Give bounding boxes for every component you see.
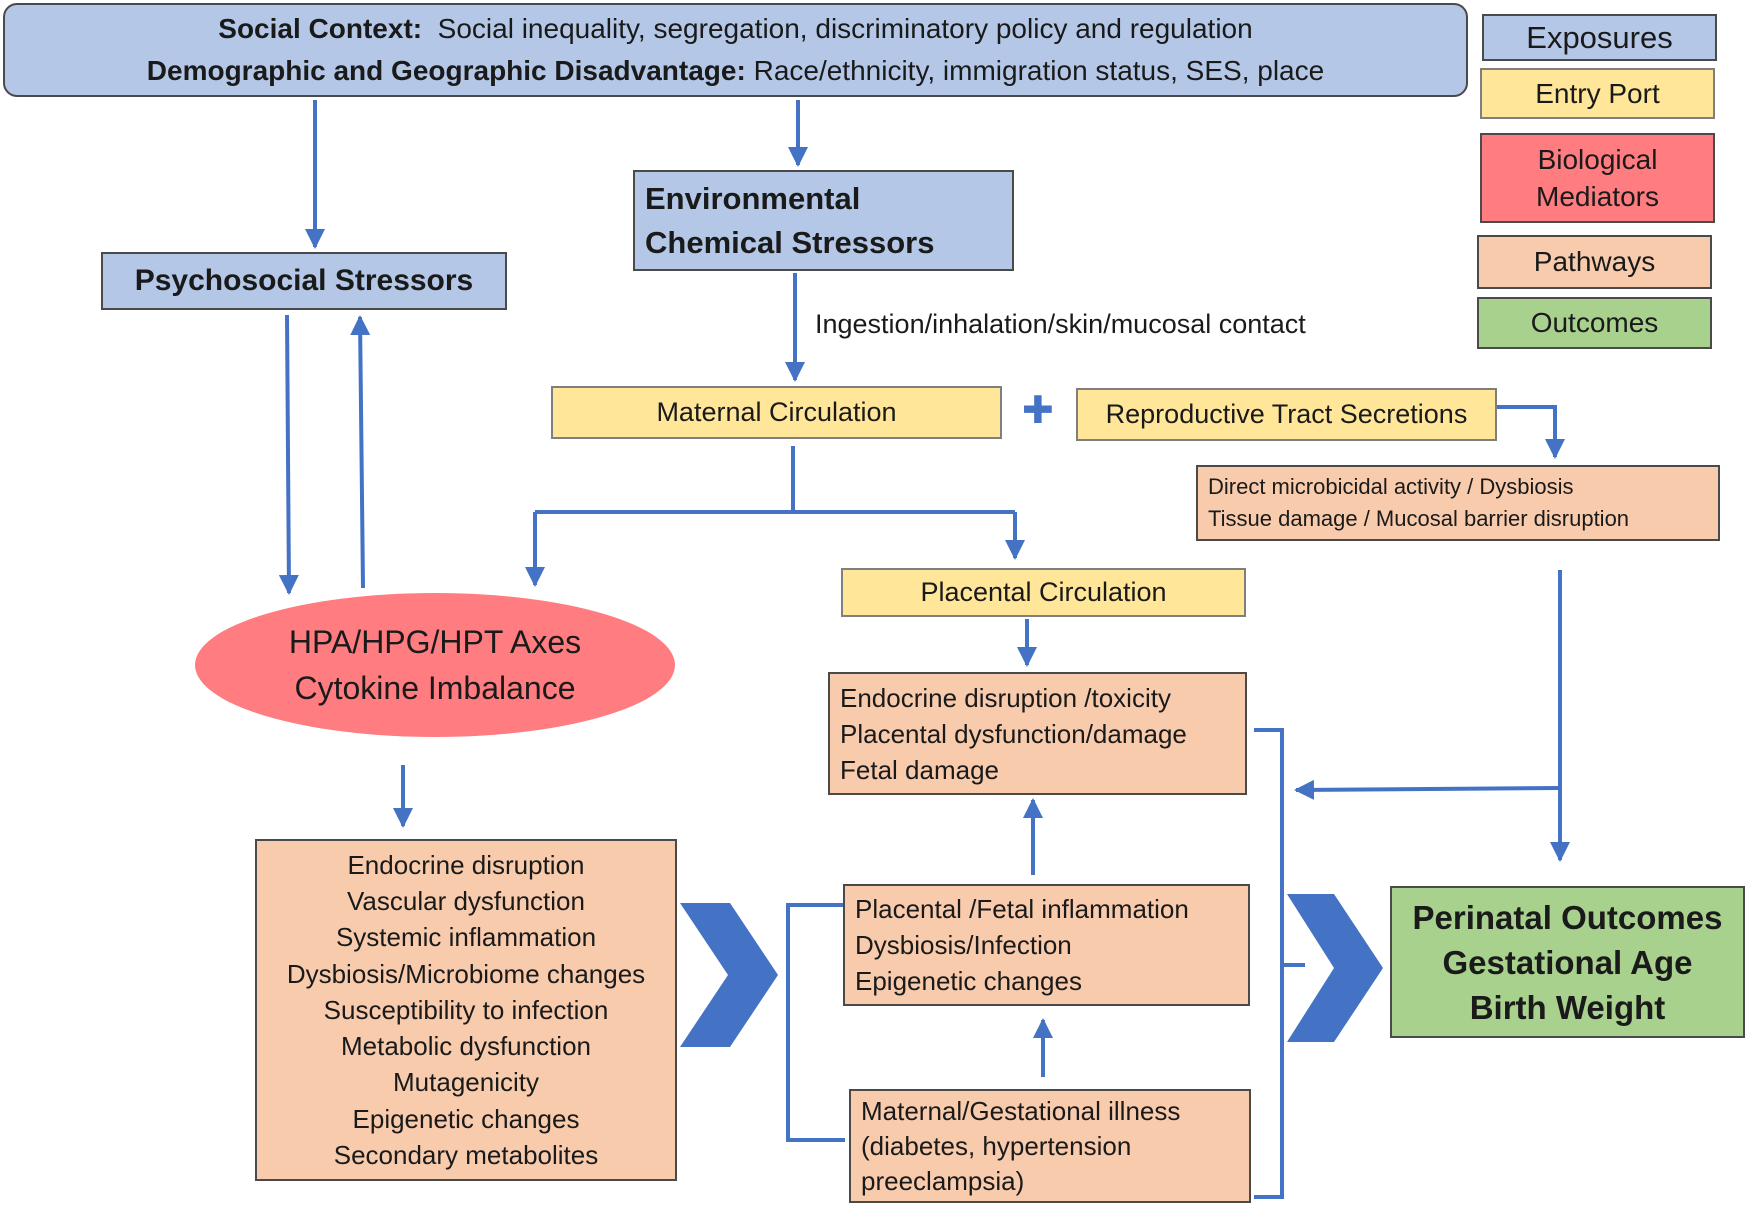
chevron-right [1287,894,1383,1042]
reproductive-tract-box: Reproductive Tract Secretions [1076,388,1497,441]
demographic-line: Demographic and Geographic Disadvantage:… [146,55,1325,86]
microbicidal-box: Direct microbicidal activity / Dysbiosis… [1196,465,1720,541]
arrow-psychosocial-to-hpa [278,314,299,595]
perinatal-outcomes-box: Perinatal Outcomes Gestational Age Birth… [1390,886,1745,1038]
hpa-axes-ellipse: HPA/HPG/HPT Axes Cytokine Imbalance [195,593,675,737]
exposure-route-label: Ingestion/inhalation/skin/mucosal contac… [815,309,1306,339]
arrow-maternal-split [535,446,1015,514]
placental-circulation-box: Placental Circulation [841,568,1246,617]
maternal-circulation-box: Maternal Circulation [551,386,1002,439]
maternal-illness-box: Maternal/Gestational illness (diabetes, … [849,1089,1251,1203]
chevron-left [680,903,778,1047]
mediator-list-box: Endocrine disruption Vascular dysfunctio… [255,839,677,1181]
psychosocial-stressors-box: Psychosocial Stressors [101,252,507,310]
arrow-reproductive-to-microbicidal [1497,405,1565,459]
legend-outcomes: Outcomes [1477,297,1712,349]
arrow-hpa-to-psychosocial [350,315,371,589]
legend-biological-mediators: Biological Mediators [1480,133,1715,223]
placental-inflammation-box: Placental /Fetal inflammation Dysbiosis/… [843,884,1250,1006]
bracket-left [786,903,845,1142]
legend-exposures: Exposures [1482,14,1717,61]
bracket-right [1254,728,1305,1199]
plus-icon: ✚ [1022,390,1054,432]
endocrine-toxicity-box: Endocrine disruption /toxicity Placental… [828,672,1247,795]
environmental-stressors-box: Environmental Chemical Stressors [633,170,1014,271]
social-context-box: Social Context: Social inequality, segre… [3,3,1468,97]
arrow-branch-to-bracket [1294,779,1561,800]
legend-entry-port: Entry Port [1480,68,1715,119]
legend-pathways: Pathways [1477,235,1712,289]
social-context-line: Social Context: Social inequality, segre… [218,13,1253,44]
